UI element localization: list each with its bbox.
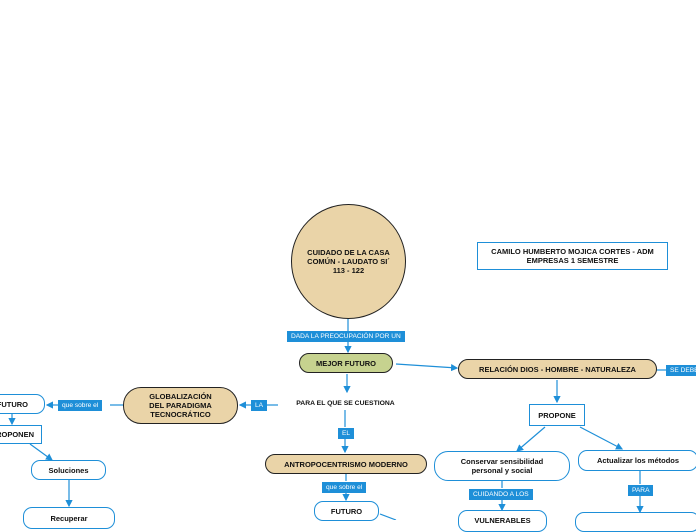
proponen-left-node[interactable]: PROPONEN xyxy=(0,425,42,444)
mejor-futuro-node[interactable]: MEJOR FUTURO xyxy=(299,353,393,373)
relacion-node[interactable]: RELACIÓN DIOS - HOMBRE - NATURALEZA xyxy=(458,359,657,379)
propone-node[interactable]: PROPONE xyxy=(529,404,585,426)
connector-propone-to-actualizar xyxy=(579,426,624,450)
para-el-que-node[interactable]: PARA EL QUE SE CUESTIONA xyxy=(296,399,395,407)
conservar-node[interactable]: Conservar sensibilidad personal y social xyxy=(434,451,570,481)
link-label-la[interactable]: LA xyxy=(251,400,268,412)
link-label-el[interactable]: EL xyxy=(338,428,355,440)
central-topic-node[interactable]: CUIDADO DE LA CASA COMÚN - LAUDATO SI´ 1… xyxy=(291,204,406,319)
link-label-se-debe[interactable]: SE DEBE xyxy=(666,365,696,377)
metodos-child-node[interactable] xyxy=(575,512,696,532)
connector-layer xyxy=(8,319,668,520)
soluciones-node[interactable]: Soluciones xyxy=(31,460,106,480)
connector-proponen-to-soluciones xyxy=(29,443,53,461)
recuperar-node[interactable]: Recuperar xyxy=(23,507,115,529)
link-label-que-sobre-el-left[interactable]: que sobre el xyxy=(58,400,103,412)
connector-propone-to-conservar xyxy=(516,426,546,452)
link-label-cuidando[interactable]: CUIDANDO A LOS xyxy=(469,489,533,501)
actualizar-node[interactable]: Actualizar los métodos xyxy=(578,450,696,471)
link-label-para[interactable]: PARA xyxy=(628,485,654,497)
connector-mejor-to-relacion xyxy=(395,363,459,372)
antropocentrismo-node[interactable]: ANTROPOCENTRISMO MODERNO xyxy=(265,454,427,474)
link-label-que-sobre-el-bottom[interactable]: que sobre el xyxy=(322,482,367,494)
globalizacion-node[interactable]: GLOBALIZACIÓN DEL PARADIGMA TECNOCRÁTICO xyxy=(123,387,238,424)
futuro-left-node[interactable]: FUTURO xyxy=(0,394,45,414)
futuro-bottom-node[interactable]: FUTURO xyxy=(314,501,379,521)
connector-futuro-bottom-out xyxy=(379,513,397,520)
author-node[interactable]: CAMILO HUMBERTO MOJICA CORTES - ADM EMPR… xyxy=(477,242,668,270)
vulnerables-node[interactable]: VULNERABLES xyxy=(458,510,547,532)
link-label-preocupacion[interactable]: DADA LA PREOCUPACIÓN POR UN xyxy=(287,331,405,343)
